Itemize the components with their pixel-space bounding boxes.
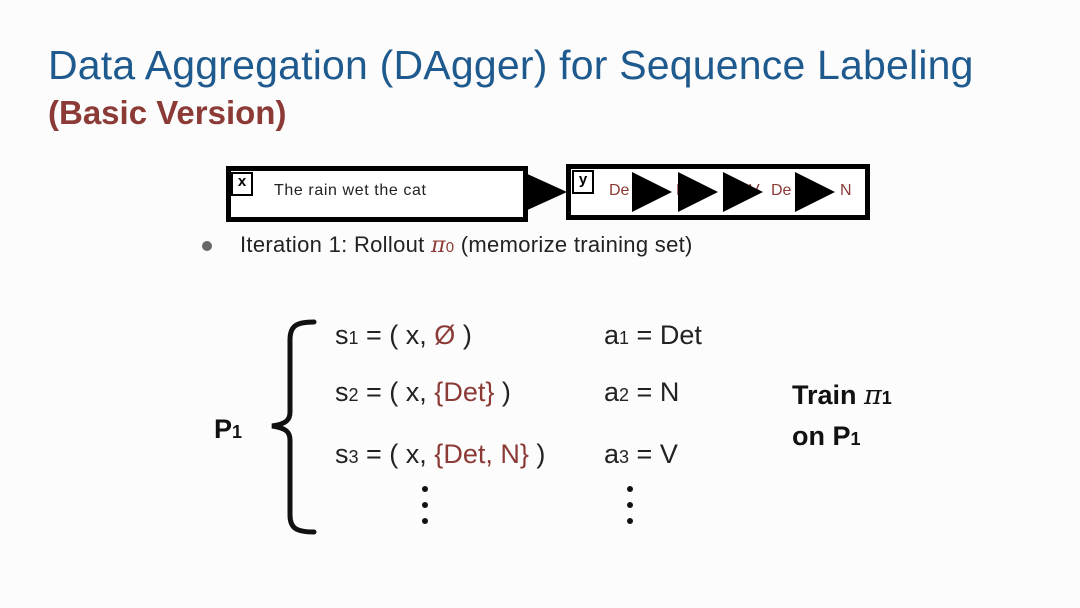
arrow-right-icon — [678, 172, 718, 212]
input-sentence: The rain wet the cat — [274, 182, 427, 199]
output-tag: De — [771, 182, 792, 199]
iteration-bullet: Iteration 1: Rollout π0 (memorize traini… — [240, 232, 693, 258]
slide-title: Data Aggregation (DAgger) for Sequence L… — [48, 42, 974, 88]
ellipsis-dot — [422, 518, 428, 524]
train-note: Train π1 on P1 — [792, 380, 892, 451]
arrow-right-icon — [632, 172, 672, 212]
ellipsis-dot — [627, 502, 633, 508]
slide-subtitle: (Basic Version) — [48, 94, 287, 131]
arrow-right-icon — [523, 172, 567, 212]
state-row: s1 = ( x, Ø ) — [335, 320, 472, 350]
arrow-right-icon — [723, 172, 763, 212]
curly-brace — [271, 319, 317, 535]
arrow-right-icon — [795, 172, 835, 212]
state-row: s2 = ( x, {Det} ) — [335, 377, 511, 407]
action-row: a3 = V — [604, 439, 678, 469]
ellipsis-dot — [627, 518, 633, 524]
ellipsis-dot — [627, 486, 633, 492]
action-row: a1 = Det — [604, 320, 702, 350]
ellipsis-dot — [422, 502, 428, 508]
action-row: a2 = N — [604, 377, 680, 407]
dataset-label: P1 — [214, 414, 243, 444]
output-tag: De — [609, 182, 630, 199]
bullet-icon — [202, 241, 212, 251]
ellipsis-dot — [422, 486, 428, 492]
input-sequence-box — [226, 166, 528, 222]
input-label: x — [231, 172, 253, 196]
state-row: s3 = ( x, {Det, N} ) — [335, 439, 546, 469]
output-label: y — [572, 170, 594, 194]
output-tag: N — [840, 182, 852, 199]
